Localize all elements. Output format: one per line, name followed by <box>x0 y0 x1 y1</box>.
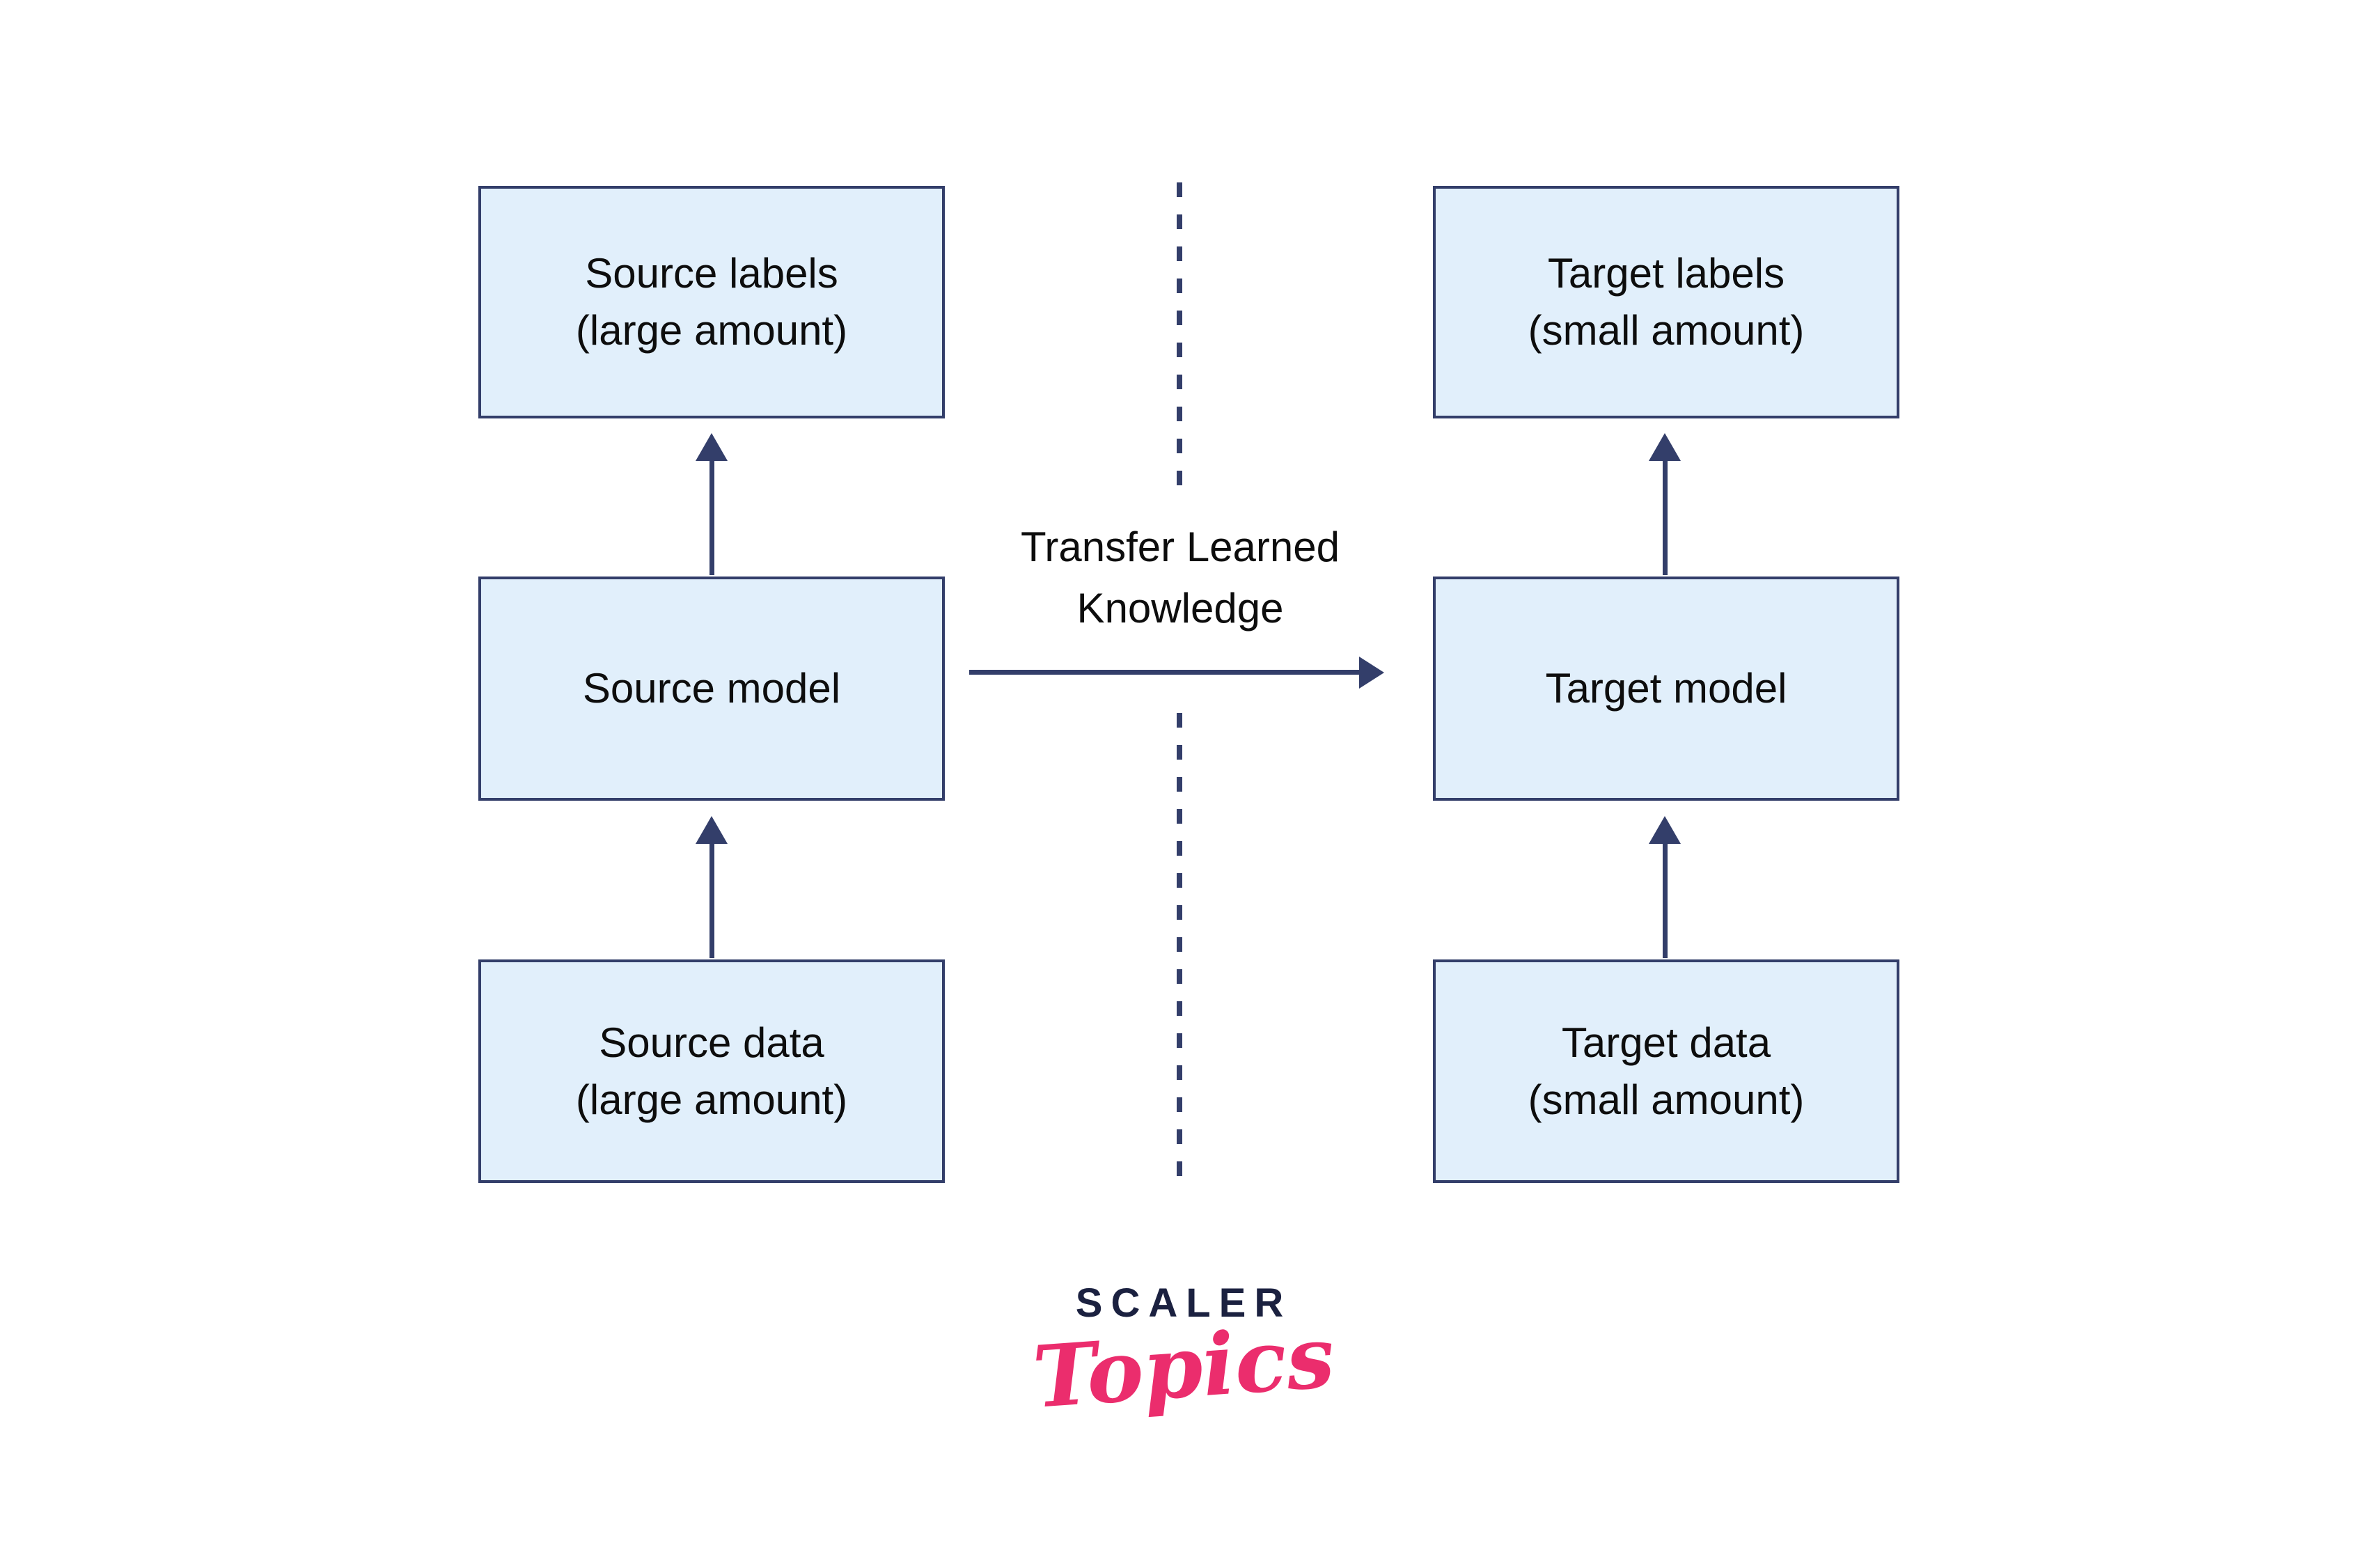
transfer-knowledge-line1: Transfer Learned <box>1020 524 1340 570</box>
scaler-topics-logo: SCALER Topics <box>1010 1280 1358 1427</box>
source-labels-line2: (large amount) <box>575 307 848 354</box>
target-model-line1: Target model <box>1545 665 1787 712</box>
target-model-box: Target model <box>1433 577 1899 801</box>
logo-brand-text: SCALER <box>1075 1280 1292 1326</box>
arrow-head-up-icon <box>1649 433 1681 461</box>
source-data-box: Source data (large amount) <box>478 959 945 1183</box>
arrow-shaft <box>1663 841 1668 958</box>
arrow-head-right-icon <box>1359 657 1384 689</box>
transfer-knowledge-label: Transfer Learned Knowledge <box>902 517 1459 639</box>
source-data-line2: (large amount) <box>575 1076 848 1123</box>
target-labels-line1: Target labels <box>1547 250 1785 297</box>
arrow-head-up-icon <box>696 433 728 461</box>
dashed-divider-bottom <box>1177 713 1182 1178</box>
source-model-box: Source model <box>478 577 945 801</box>
target-data-line1: Target data <box>1561 1019 1771 1066</box>
source-model-line1: Source model <box>582 665 841 712</box>
arrow-shaft <box>709 841 714 958</box>
target-labels-line2: (small amount) <box>1528 307 1805 354</box>
transfer-knowledge-line2: Knowledge <box>1076 585 1284 632</box>
arrow-shaft <box>709 458 714 575</box>
source-labels-box: Source labels (large amount) <box>478 186 945 418</box>
target-data-line2: (small amount) <box>1528 1076 1805 1123</box>
target-labels-box: Target labels (small amount) <box>1433 186 1899 418</box>
arrow-shaft <box>1663 458 1668 575</box>
arrow-shaft <box>969 670 1361 675</box>
target-data-box: Target data (small amount) <box>1433 959 1899 1183</box>
arrow-head-up-icon <box>696 816 728 844</box>
source-labels-line1: Source labels <box>585 250 838 297</box>
source-data-line1: Source data <box>599 1019 824 1066</box>
dashed-divider-top <box>1177 182 1182 497</box>
arrow-head-up-icon <box>1649 816 1681 844</box>
